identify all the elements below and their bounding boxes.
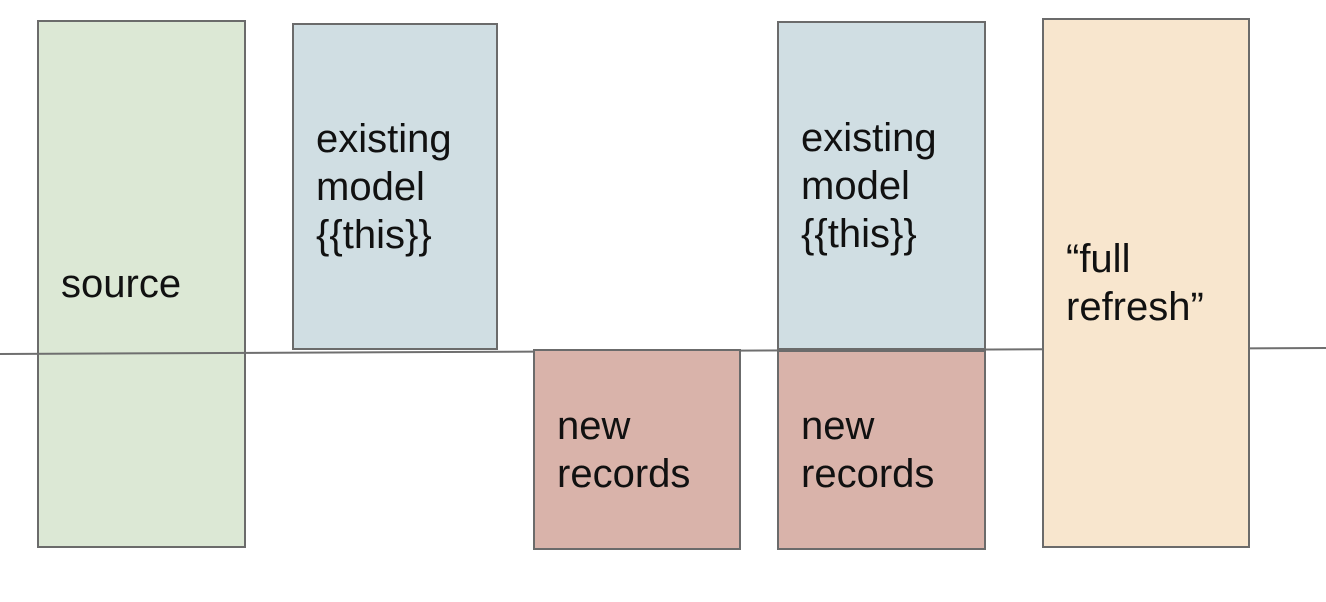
- existing-model-box-2: existing model {{this}}: [777, 21, 986, 350]
- new-records-box-1: new records: [533, 349, 741, 550]
- existing-model-box-1: existing model {{this}}: [292, 23, 498, 350]
- new-records-box-2: new records: [777, 350, 986, 550]
- source-box: source: [37, 20, 246, 548]
- existing-model-box-2-label: existing model {{this}}: [801, 115, 937, 256]
- new-records-box-1-label: new records: [557, 403, 691, 496]
- new-records-box-2-label: new records: [801, 404, 935, 496]
- full-refresh-box-label: “full refresh”: [1066, 237, 1204, 329]
- existing-model-box-1-label: existing model {{this}}: [316, 116, 452, 257]
- full-refresh-box: “full refresh”: [1042, 18, 1250, 548]
- source-box-label: source: [61, 262, 182, 306]
